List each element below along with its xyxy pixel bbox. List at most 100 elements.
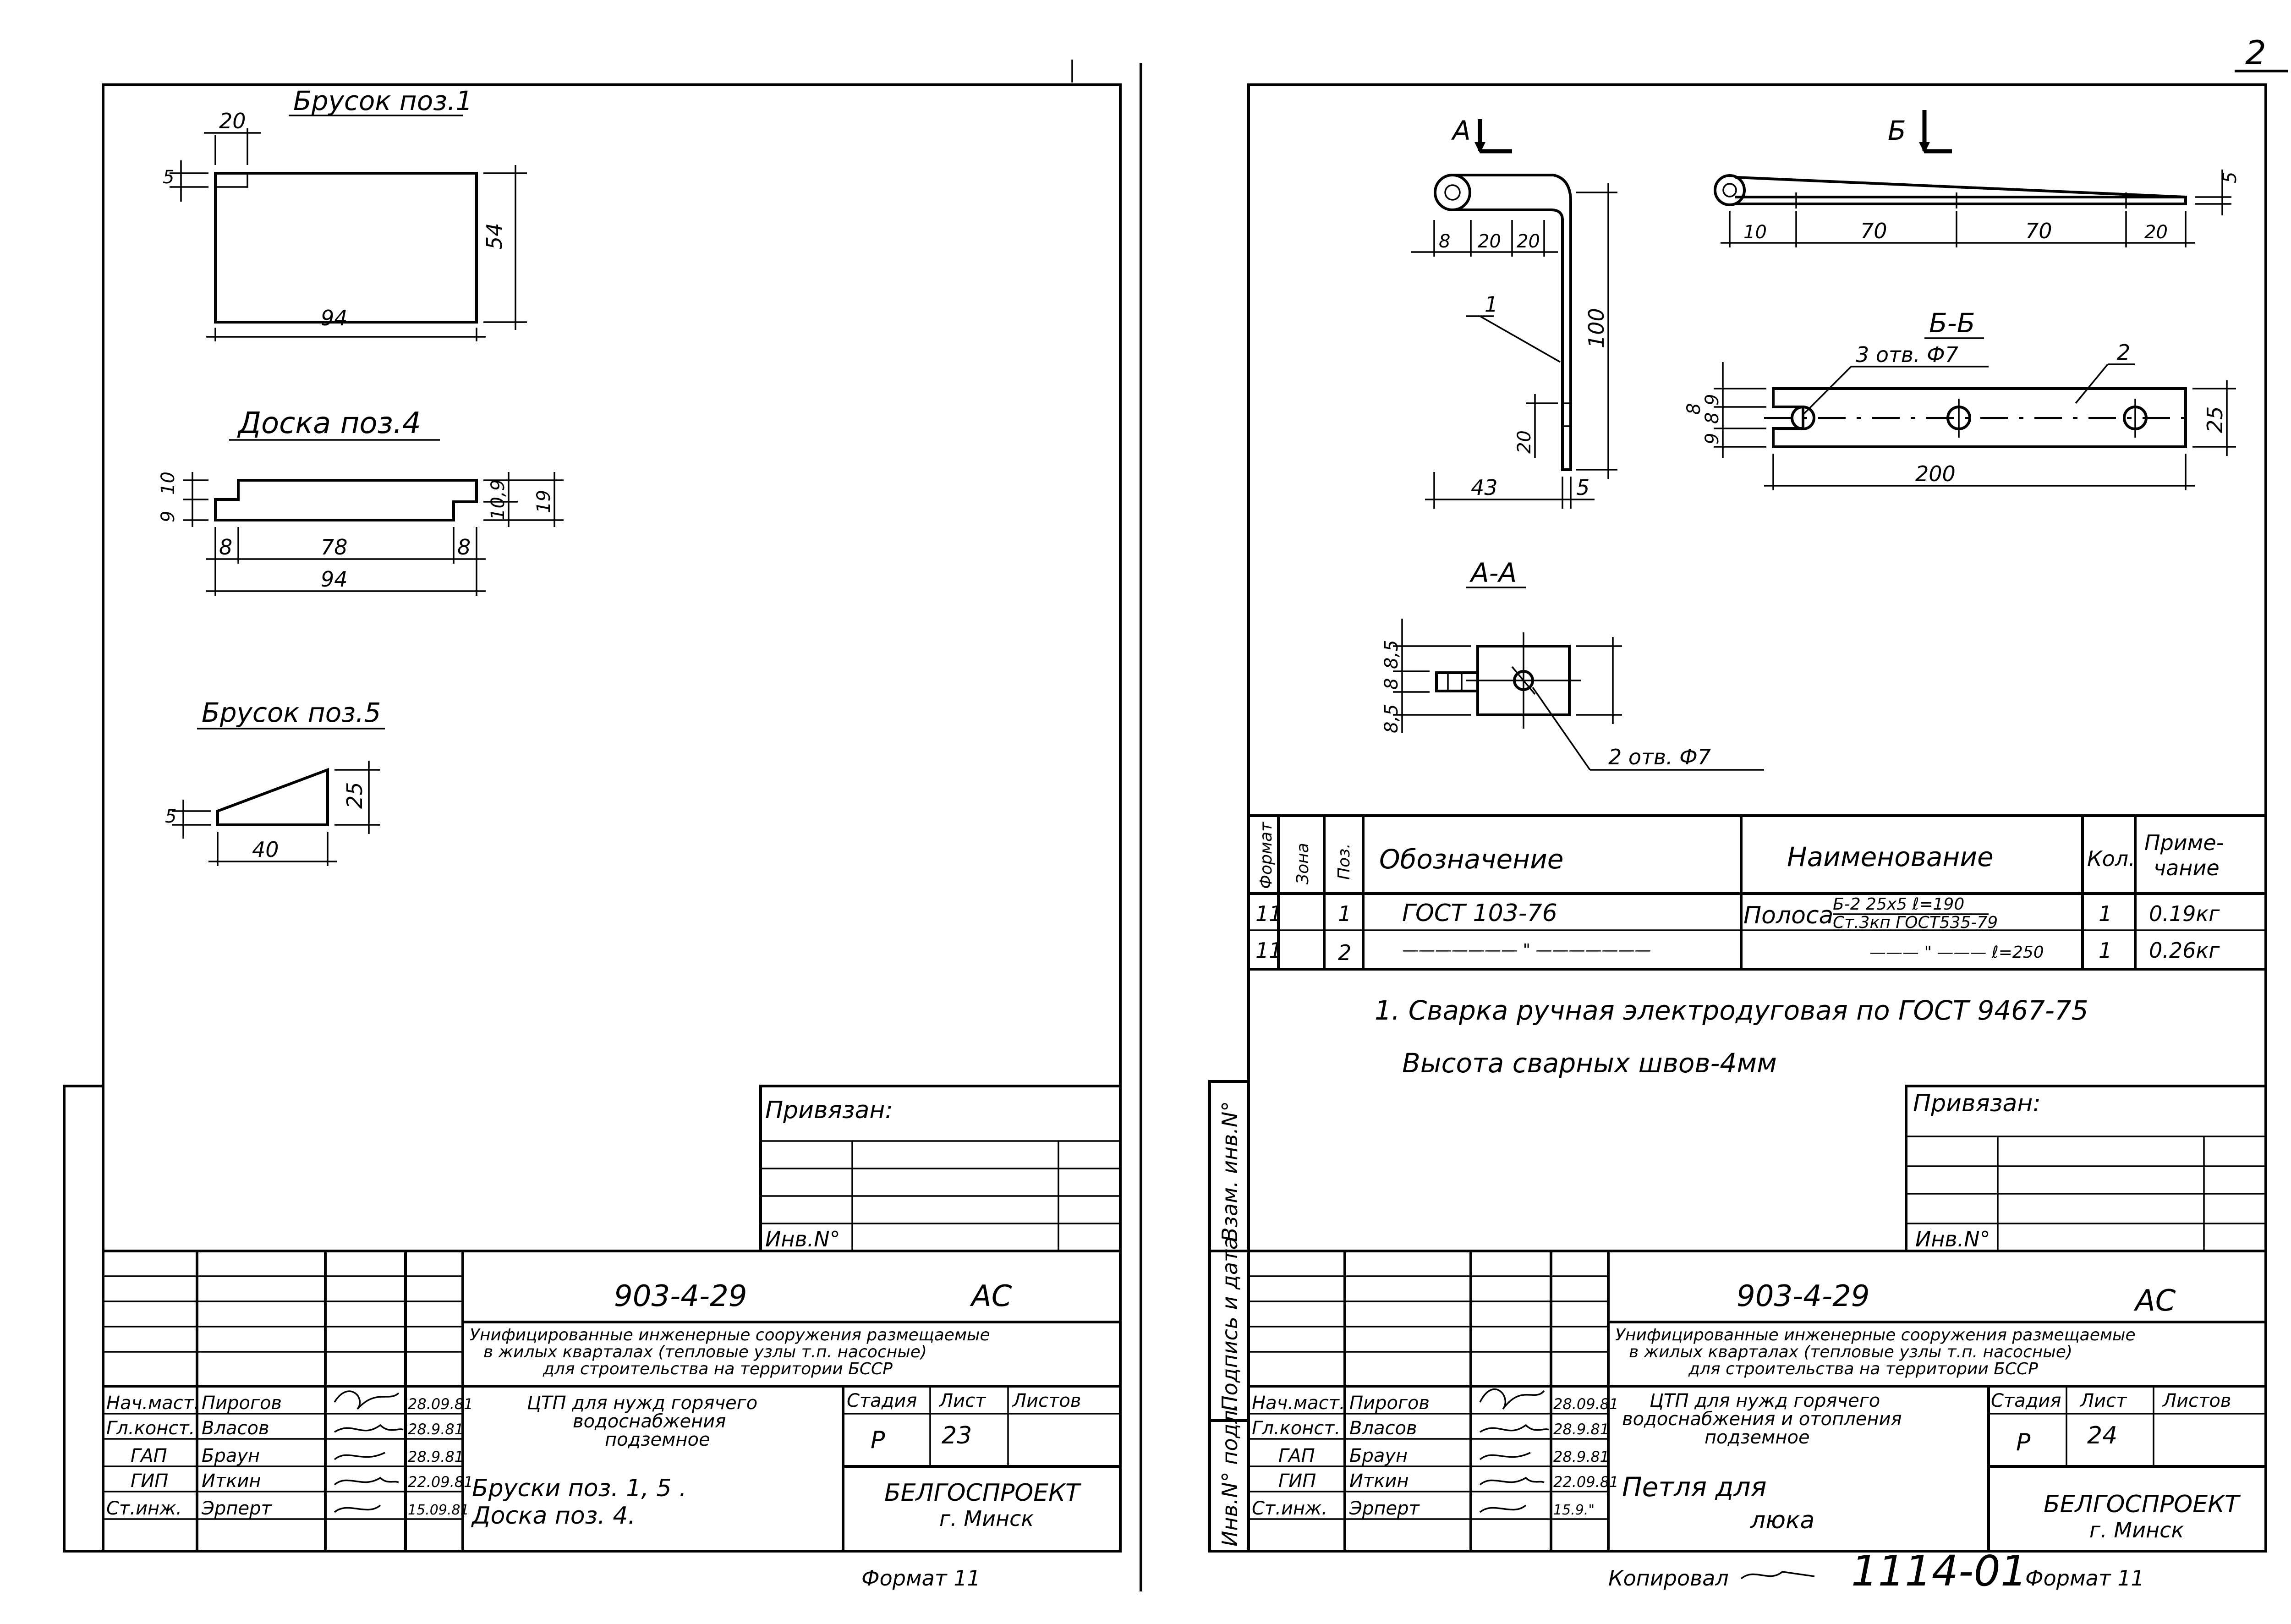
left-format: Формат 11 bbox=[861, 1566, 981, 1591]
left-stamp-code: 903-4-29 bbox=[614, 1279, 747, 1313]
right-privyazan-label: Привязан: bbox=[1913, 1090, 2041, 1117]
doska4-dim-94: 94 bbox=[321, 567, 348, 592]
right-project-line1: Унифицированные инженерные сооружения ра… bbox=[1615, 1326, 2136, 1344]
th-qty: Кол. bbox=[2087, 846, 2135, 871]
left-project-line3: для строительства на территории БССР bbox=[543, 1360, 893, 1378]
row1-pos: 1 bbox=[1338, 901, 1351, 926]
left-signatures: Нач.маст. Пирогов 28.09.81 Гл.конст. Вла… bbox=[106, 1390, 473, 1519]
th-pos: Поз. bbox=[1335, 843, 1354, 880]
aa-dim-8: 8 bbox=[1381, 678, 1402, 690]
right-sheet-header: Лист bbox=[2079, 1390, 2127, 1411]
top-dim-5: 5 bbox=[2220, 172, 2241, 183]
top-dim-70a: 70 bbox=[1860, 219, 1887, 243]
section-aa-label: А-А bbox=[1469, 557, 1517, 588]
top-view-eye bbox=[1714, 174, 1746, 206]
right-signature-0 bbox=[1479, 1388, 1545, 1410]
left-role-4: Ст.инж. bbox=[106, 1498, 182, 1519]
brusok-pos1-drawing: Брусок поз.1 20 5 54 94 bbox=[163, 85, 527, 341]
right-sheet-title-line1: Петля для bbox=[1622, 1471, 1767, 1503]
right-name-2: Браун bbox=[1349, 1445, 1408, 1466]
top-dim-70b: 70 bbox=[2025, 219, 2052, 243]
th-zone: Зона bbox=[1293, 843, 1312, 884]
right-title-line1: ЦТП для нужд горячего bbox=[1650, 1390, 1880, 1411]
th-note-1: Приме- bbox=[2144, 830, 2224, 855]
left-title-line3: подземное bbox=[605, 1429, 710, 1450]
view-a-label: А bbox=[1451, 115, 1471, 146]
kopiroval-label: Копировал bbox=[1608, 1566, 1729, 1591]
side-label-podpis: Подпись и дата bbox=[1217, 1237, 1242, 1411]
row2-designation: ——————— " ——————— bbox=[1402, 941, 1651, 960]
brusok1-dim-20: 20 bbox=[219, 109, 246, 133]
left-signature-4 bbox=[334, 1504, 381, 1513]
right-signature-3 bbox=[1479, 1476, 1545, 1486]
bb-dim-25: 25 bbox=[2203, 406, 2227, 433]
right-inv-label: Инв.N° bbox=[1915, 1227, 1990, 1251]
row1-note: 0.19кг bbox=[2149, 901, 2220, 926]
right-privyazan-block: Привязан: Инв.N° bbox=[1905, 1085, 2267, 1252]
th-note-2: чание bbox=[2154, 856, 2220, 880]
left-sheet-title-line2: Доска поз. 4. bbox=[471, 1502, 636, 1530]
right-org-line2: г. Минск bbox=[2089, 1518, 2184, 1542]
left-org-line2: г. Минск bbox=[939, 1506, 1034, 1531]
right-date-3: 22.09.81 bbox=[1553, 1473, 1619, 1491]
view-b-label: Б bbox=[1888, 115, 1906, 146]
brusok1-outline bbox=[214, 172, 478, 324]
left-signature-2 bbox=[334, 1452, 385, 1460]
doska4-dim-10: 10 bbox=[158, 472, 179, 495]
table-row: 11 2 ——————— " ——————— ——— " ——— ℓ=250 1… bbox=[1255, 938, 2220, 965]
bb-dim-8b: 8 bbox=[1683, 403, 1705, 415]
loop-dim-20a: 20 bbox=[1478, 231, 1501, 252]
right-org-line1: БЕЛГОСПРОЕКТ bbox=[2044, 1491, 2241, 1518]
brusok5-outline bbox=[216, 768, 329, 826]
right-signature-1 bbox=[1480, 1424, 1549, 1433]
left-title-line1: ЦТП для нужд горячего bbox=[527, 1393, 757, 1414]
right-format: Формат 11 bbox=[2025, 1566, 2144, 1591]
right-role-2: ГАП bbox=[1278, 1445, 1315, 1466]
left-name-4: Эрперт bbox=[201, 1498, 272, 1519]
right-date-2: 28.9.81 bbox=[1553, 1448, 1609, 1465]
doska4-dim-10-9: 10,9 bbox=[488, 479, 509, 520]
loop-dim-43: 43 bbox=[1471, 475, 1498, 500]
right-signatures: Нач.маст. Пирогов 28.09.81 Гл.конст. Вла… bbox=[1252, 1388, 1619, 1519]
loop-dim-20b: 20 bbox=[1517, 231, 1540, 252]
right-project-line2: в жилых кварталах (тепловые узлы т.п. на… bbox=[1629, 1343, 2072, 1361]
doska4-dim-19: 19 bbox=[533, 490, 554, 513]
slot-hole bbox=[1791, 406, 1815, 430]
left-inv-label: Инв.N° bbox=[765, 1227, 840, 1251]
brusok5-dim-5: 5 bbox=[165, 806, 176, 827]
right-name-1: Власов bbox=[1349, 1418, 1417, 1439]
brusok5-dim-40: 40 bbox=[252, 837, 279, 862]
brusok-pos5-drawing: Брусок поз.5 5 25 40 bbox=[165, 697, 385, 866]
brusok5-dim-25: 25 bbox=[342, 782, 367, 809]
doska4-title: Доска поз.4 bbox=[237, 406, 421, 440]
left-role-3: ГИП bbox=[131, 1470, 168, 1492]
right-sheet-title-line2: люка bbox=[1750, 1507, 1814, 1534]
left-privyazan-block: Привязан: Инв.N° bbox=[759, 1085, 1122, 1252]
section-bb: Б-Б 3 отв. Ф7 2 9 8 9 8 bbox=[1683, 307, 2236, 490]
left-date-2: 28.9.81 bbox=[408, 1448, 464, 1465]
left-frame bbox=[102, 83, 1122, 1553]
right-stamp-code: 903-4-29 bbox=[1737, 1279, 1870, 1313]
doska-pos4-drawing: Доска поз.4 10 9 10,9 19 8 78 8 9 bbox=[158, 406, 564, 596]
th-name: Наименование bbox=[1787, 841, 1994, 872]
row1-format: 11 bbox=[1255, 901, 1283, 926]
left-title-line2: водоснабжения bbox=[573, 1411, 726, 1432]
doc-number: 1114-01 bbox=[1851, 1547, 2027, 1596]
right-name-0: Пирогов bbox=[1349, 1393, 1430, 1414]
bb-dim-9a: 9 bbox=[1702, 394, 1723, 406]
right-date-4: 15.9." bbox=[1553, 1502, 1595, 1518]
brusok1-dim-94: 94 bbox=[321, 306, 348, 330]
table-row: 11 1 ГОСТ 103-76 Полоса Б-2 25х5 ℓ=190 С… bbox=[1255, 895, 2220, 932]
right-role-1: Гл.конст. bbox=[1252, 1418, 1340, 1439]
right-sheets-header: Листов bbox=[2162, 1390, 2231, 1411]
side-label-inv: Инв.N° подл. bbox=[1217, 1404, 1242, 1547]
left-signature-0 bbox=[334, 1390, 400, 1410]
section-aa: А-А 8,5 8 8,5 2 отв. Ф7 bbox=[1381, 557, 1764, 771]
row1-name-bottom: Ст.3кп ГОСТ535-79 bbox=[1833, 913, 1998, 932]
doska4-outline bbox=[214, 479, 478, 521]
row2-name-bottom: ——— " ——— ℓ=250 bbox=[1869, 943, 2044, 962]
left-sheets-header: Листов bbox=[1012, 1390, 1081, 1411]
top-dim-10: 10 bbox=[1743, 222, 1767, 243]
